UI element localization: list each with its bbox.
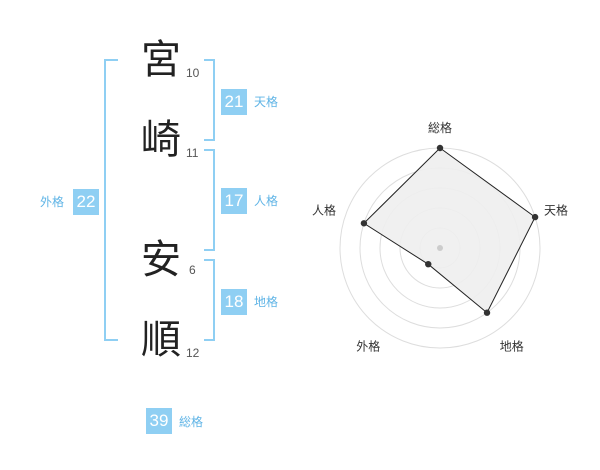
jinkaku-label: 人格 <box>254 194 279 208</box>
radar-axis-label-1: 総格 <box>428 120 452 135</box>
stroke-count-2: 11 <box>186 146 199 160</box>
jinkaku-value-badge: 17 <box>221 188 247 214</box>
radar-axis-label-2: 天格 <box>544 202 568 217</box>
radar-point-3 <box>483 309 491 316</box>
soukaku-label: 総格 <box>179 415 204 429</box>
tenkaku-bracket <box>204 59 215 141</box>
radar-axis-label-4: 外格 <box>356 339 380 354</box>
radar-points <box>360 144 539 316</box>
stroke-count-3: 6 <box>189 263 196 277</box>
gaikaku-label: 外格 <box>40 195 65 209</box>
tenkaku-value-badge: 21 <box>221 89 247 115</box>
name-char-1: 宮 <box>141 37 181 83</box>
stroke-count-1: 10 <box>186 66 200 80</box>
chikaku-value-badge: 18 <box>221 289 247 315</box>
gaikaku-bracket <box>104 59 118 341</box>
radar-axis-label-3: 地格 <box>500 339 524 354</box>
radar-point-1 <box>436 144 444 152</box>
jinkaku-bracket <box>204 149 215 251</box>
tenkaku-label: 天格 <box>254 95 279 109</box>
stroke-count-4: 12 <box>186 346 200 360</box>
soukaku-value-badge: 39 <box>146 408 172 434</box>
radar-center-dot <box>437 245 443 251</box>
radar-point-2 <box>531 213 539 221</box>
chikaku-bracket <box>204 259 215 341</box>
chikaku-label: 地格 <box>254 295 279 309</box>
radar-point-5 <box>360 220 368 227</box>
radar-point-4 <box>425 260 432 268</box>
radar-axis-label-5: 人格 <box>312 202 336 217</box>
name-char-2: 崎 <box>141 117 181 163</box>
name-char-3: 安 <box>141 237 181 283</box>
name-char-4: 順 <box>141 317 181 363</box>
gaikaku-value-badge: 22 <box>73 189 99 215</box>
radar-area <box>363 147 536 314</box>
